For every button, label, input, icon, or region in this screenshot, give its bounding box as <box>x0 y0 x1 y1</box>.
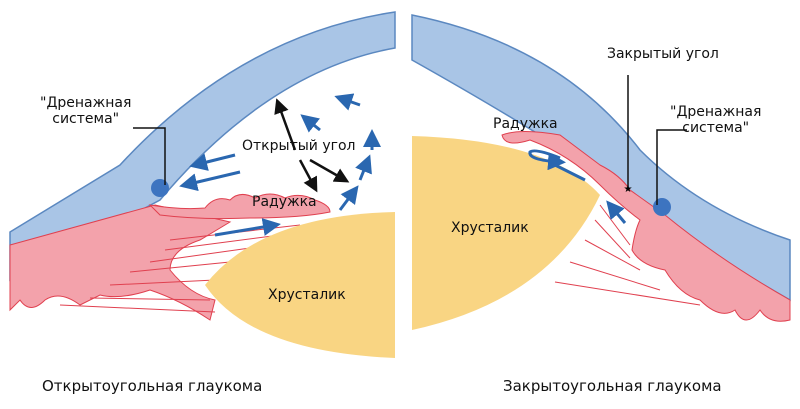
closed-angle-panel: ★ <box>411 14 791 330</box>
svg-text:★: ★ <box>624 184 633 195</box>
drainage-system <box>653 198 671 216</box>
fluid-flow-arrows <box>528 149 627 224</box>
left-lens-label: Хрусталик <box>268 287 346 303</box>
drainage-system <box>151 179 169 197</box>
cornea <box>9 11 396 282</box>
zonule-fibers <box>59 224 301 313</box>
ciliary-body <box>9 204 232 321</box>
zonule-fibers <box>554 204 701 306</box>
fluid-flow-arrows <box>179 93 381 237</box>
left-caption: Открытоугольная глаукома <box>42 377 263 395</box>
open-angle-panel <box>9 11 396 358</box>
iris <box>148 193 331 220</box>
iris-ciliary <box>501 131 791 322</box>
right-lens-label: Хрусталик <box>451 220 529 236</box>
lens <box>412 136 600 330</box>
right-caption: Закрытоугольная глаукома <box>503 377 722 395</box>
right-angle-label: Закрытый угол <box>607 46 719 62</box>
right-iris-label: Радужка <box>493 116 558 132</box>
left-iris-label: Радужка <box>252 194 317 210</box>
lens <box>205 212 395 358</box>
left-angle-label: Открытый угол <box>242 138 356 154</box>
